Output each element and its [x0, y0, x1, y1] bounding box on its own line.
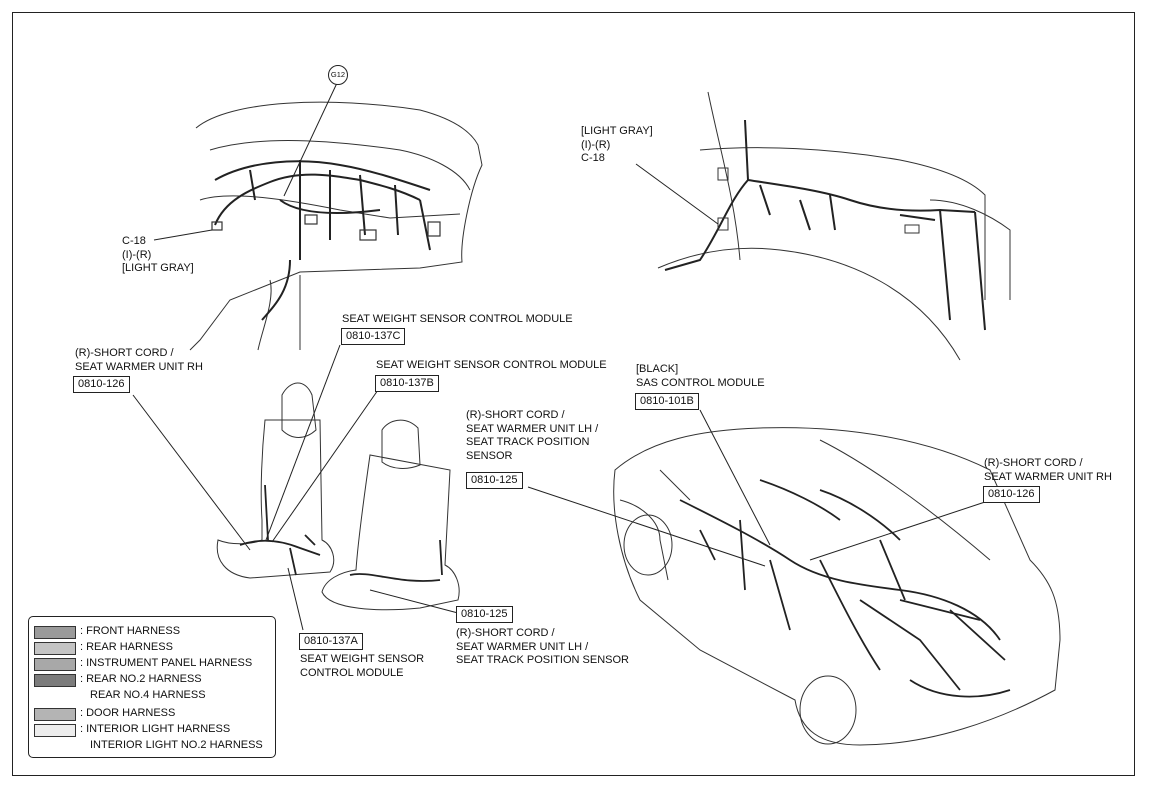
callout-line: CONTROL MODULE [300, 666, 404, 679]
callout-line: SEAT TRACK POSITION SENSOR [456, 654, 629, 666]
legend-label: : INSTRUMENT PANEL HARNESS [80, 657, 253, 669]
legend-label: : DOOR HARNESS [80, 707, 176, 719]
sws-c-code: 0810-137C [341, 328, 406, 345]
lh-mid-code: 0810-125 [466, 472, 523, 489]
rh-left-code: 0810-126 [73, 376, 130, 393]
callout-line: (R)-SHORT CORD / [456, 627, 555, 639]
legend-swatch [34, 708, 76, 721]
sas-code: 0810-101B [635, 393, 699, 410]
lh-mid-label: (R)-SHORT CORD / SEAT WARMER UNIT LH / S… [466, 409, 598, 463]
lh-bottom-code: 0810-125 [456, 606, 513, 623]
vehicle-drawing [613, 427, 1061, 746]
harness-legend: : FRONT HARNESS : REAR HARNESS : INSTRUM… [28, 616, 276, 758]
callout-line: SAS CONTROL MODULE [636, 376, 765, 389]
rh-right-label: (R)-SHORT CORD / SEAT WARMER UNIT RH [984, 457, 1112, 484]
callout-line: SEAT WARMER UNIT RH [984, 470, 1112, 483]
legend-sublabel: REAR NO.4 HARNESS [90, 689, 206, 701]
callout-line: [BLACK] [636, 363, 679, 375]
legend-label: : FRONT HARNESS [80, 625, 181, 637]
sws-a-code: 0810-137A [299, 633, 363, 650]
callout-line: SEAT WEIGHT SENSOR [300, 653, 425, 665]
legend-swatch [34, 674, 76, 687]
callout-line: (R)-SHORT CORD / [984, 457, 1083, 469]
connector-pins: (I)-(R) [581, 138, 611, 151]
rh-right-code: 0810-126 [983, 486, 1040, 503]
connector-color: [LIGHT GRAY] [122, 262, 194, 274]
legend-swatch [34, 642, 76, 655]
connector-id: C-18 [581, 152, 605, 164]
seats-drawing [216, 382, 460, 611]
rh-left-label: (R)-SHORT CORD / SEAT WARMER UNIT RH [75, 347, 203, 374]
sas-label: [BLACK] SAS CONTROL MODULE [636, 363, 765, 390]
dashboard-interior-drawing [657, 91, 1011, 361]
connector-color: [LIGHT GRAY] [581, 125, 653, 137]
legend-label: : REAR HARNESS [80, 641, 173, 653]
callout-line: SEAT WARMER UNIT LH / [466, 422, 599, 435]
g12-ground-marker: G12 [328, 65, 348, 85]
instrument-panel-drawing [189, 101, 483, 351]
legend-swatch [34, 724, 76, 737]
c18-right-callout: [LIGHT GRAY] (I)-(R) C-18 [581, 125, 653, 166]
legend-swatch [34, 658, 76, 671]
c18-left-callout: C-18 (I)-(R) [LIGHT GRAY] [122, 235, 194, 276]
callout-line: SEAT WARMER UNIT LH / [456, 640, 589, 653]
diagram-frame [12, 12, 1135, 776]
sws-b-label: SEAT WEIGHT SENSOR CONTROL MODULE [376, 359, 607, 371]
legend-label: : INTERIOR LIGHT HARNESS [80, 723, 231, 735]
callout-line: (R)-SHORT CORD / [466, 409, 565, 421]
callout-line: SEAT TRACK POSITION [466, 436, 590, 448]
sws-c-label: SEAT WEIGHT SENSOR CONTROL MODULE [342, 313, 573, 325]
legend-label: : REAR NO.2 HARNESS [80, 673, 202, 685]
legend-sublabel: INTERIOR LIGHT NO.2 HARNESS [90, 739, 263, 751]
legend-swatch [34, 626, 76, 639]
connector-id: C-18 [122, 235, 146, 247]
callout-line: SENSOR [466, 449, 513, 462]
lh-bottom-label: (R)-SHORT CORD / SEAT WARMER UNIT LH / S… [456, 627, 629, 668]
connector-pins: (I)-(R) [122, 248, 152, 261]
sws-b-code: 0810-137B [375, 375, 439, 392]
callout-line: (R)-SHORT CORD / [75, 347, 174, 359]
callout-line: SEAT WARMER UNIT RH [75, 360, 203, 373]
sws-a-label: SEAT WEIGHT SENSOR CONTROL MODULE [300, 653, 424, 680]
